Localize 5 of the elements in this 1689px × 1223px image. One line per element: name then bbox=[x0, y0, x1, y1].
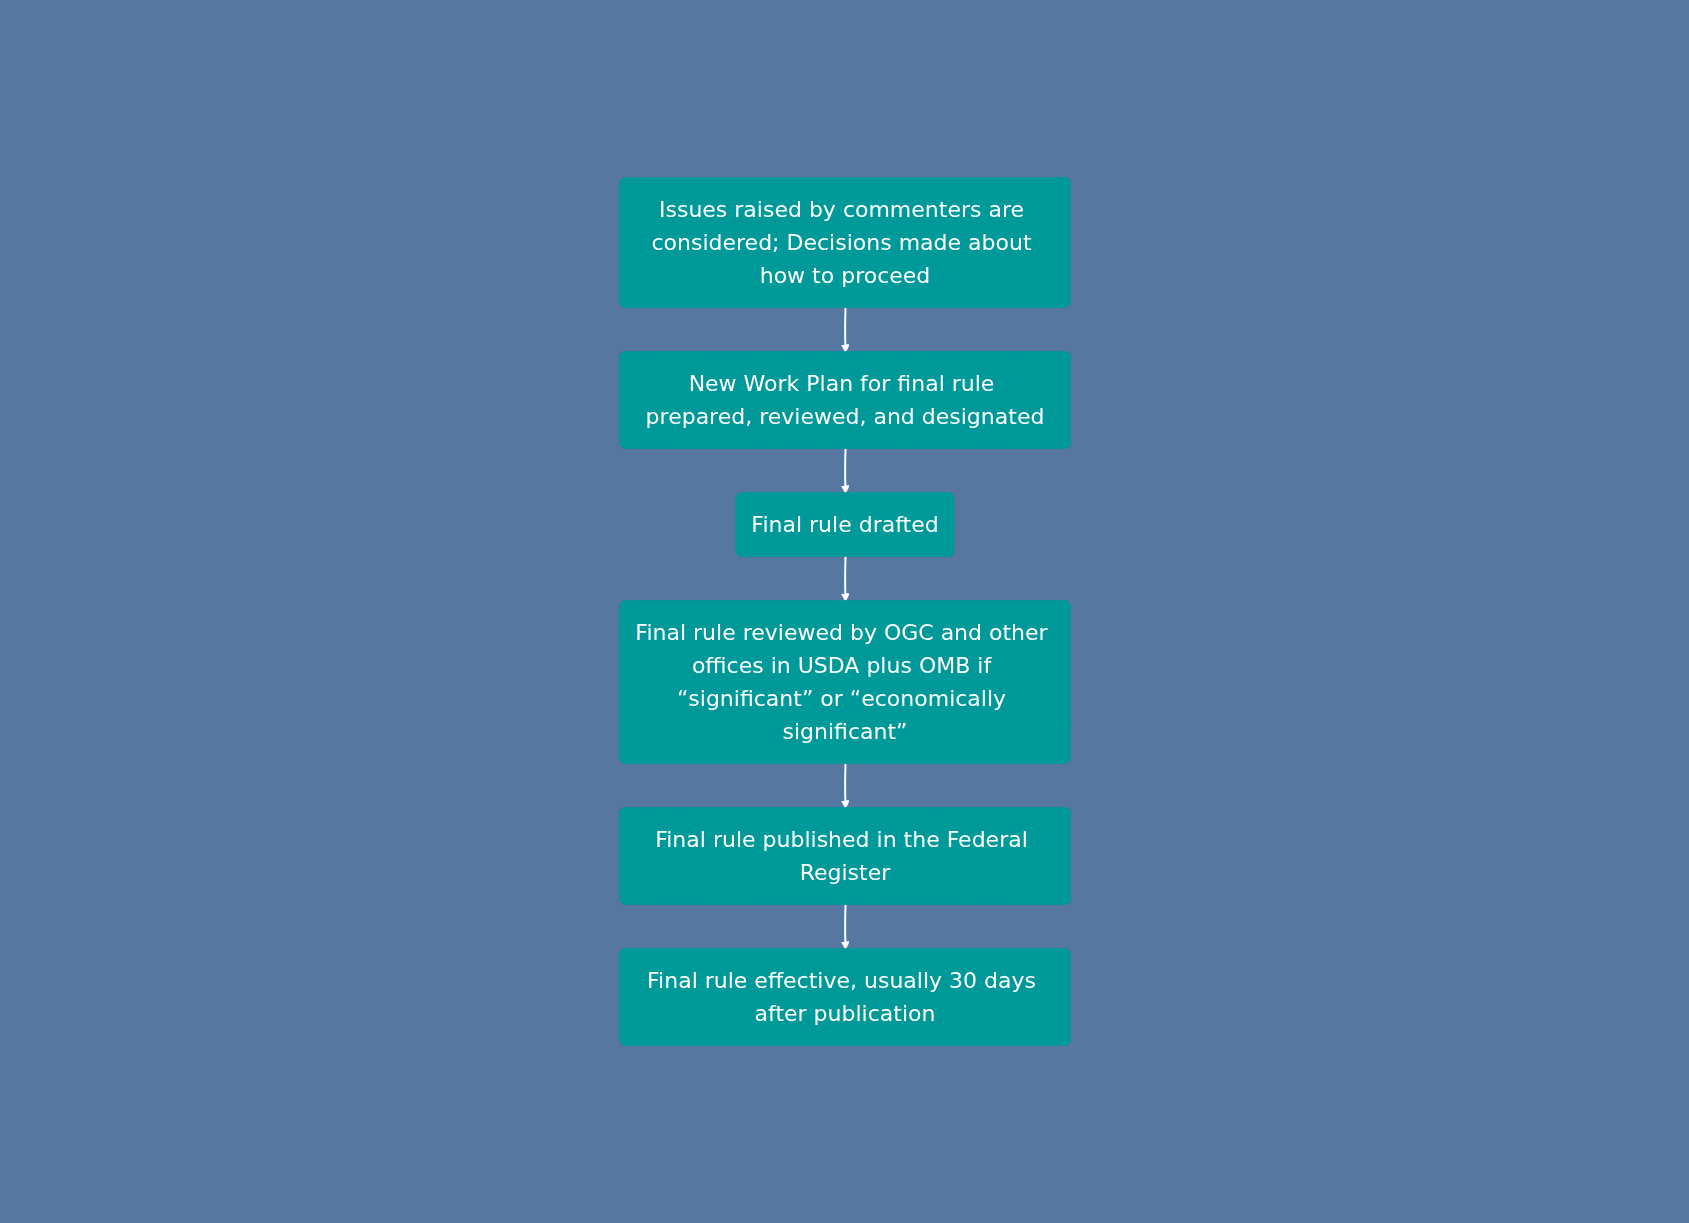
arrow bbox=[840, 306, 850, 353]
arrow bbox=[840, 762, 850, 809]
arrow bbox=[840, 447, 850, 494]
arrow bbox=[840, 555, 850, 602]
arrow bbox=[840, 903, 850, 950]
